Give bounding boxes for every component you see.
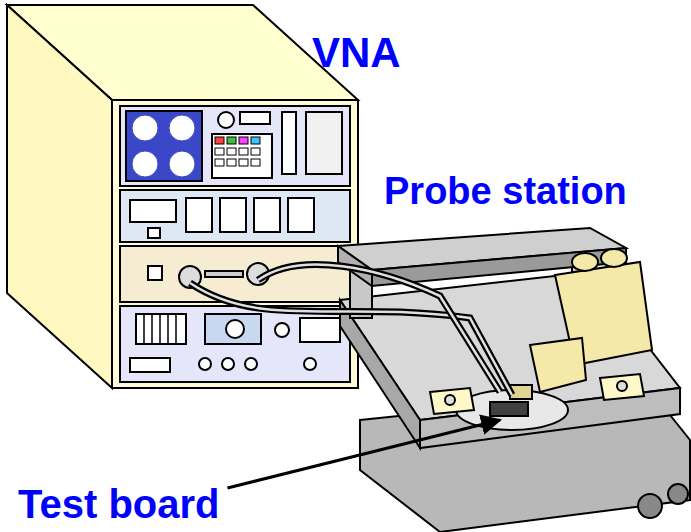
vna-cabinet bbox=[130, 358, 170, 372]
vna-cabinet bbox=[239, 148, 248, 155]
probe-station bbox=[638, 494, 662, 518]
vna-cabinet bbox=[132, 115, 195, 177]
vna-cabinet bbox=[205, 271, 243, 277]
vna-cabinet bbox=[120, 190, 350, 242]
vna-cabinet bbox=[218, 112, 234, 128]
vna-cabinet bbox=[222, 358, 234, 370]
vna-cabinet bbox=[227, 148, 236, 155]
probe-station bbox=[572, 253, 598, 271]
probe-station bbox=[430, 388, 474, 414]
vna-cabinet bbox=[144, 314, 176, 344]
vna-cabinet bbox=[126, 111, 202, 181]
vna-cabinet bbox=[215, 159, 224, 166]
vna-cabinet bbox=[215, 148, 224, 155]
vna-cabinet bbox=[282, 112, 296, 174]
vna-cabinet bbox=[227, 137, 236, 144]
cable bbox=[190, 264, 512, 395]
vna-cabinet bbox=[288, 198, 314, 232]
vna-cabinet bbox=[130, 200, 176, 222]
vna-cabinet bbox=[112, 100, 358, 388]
vna-cabinet bbox=[169, 115, 195, 141]
cable bbox=[258, 264, 500, 392]
vna-cabinet bbox=[254, 198, 280, 232]
vna-cabinet bbox=[215, 137, 260, 166]
vna-cabinet bbox=[239, 137, 248, 144]
probe-station bbox=[340, 300, 420, 448]
vna-cabinet bbox=[167, 314, 169, 344]
vna-cabinet bbox=[205, 314, 261, 344]
probe-station bbox=[530, 338, 586, 392]
vna-cabinet bbox=[215, 137, 224, 144]
vna-cabinet bbox=[120, 246, 350, 302]
vna-cabinet bbox=[132, 115, 158, 141]
vna-cabinet bbox=[251, 159, 260, 166]
vna-cabinet bbox=[120, 106, 350, 186]
vna-cabinet bbox=[245, 358, 257, 370]
vna-cabinet bbox=[275, 323, 289, 337]
leader-arrow bbox=[228, 420, 500, 488]
probe-station bbox=[617, 381, 627, 391]
vna-cabinet bbox=[186, 198, 212, 232]
vna-cabinet bbox=[220, 198, 246, 232]
vna-cabinet bbox=[240, 112, 270, 124]
probe-station bbox=[445, 395, 455, 405]
vna-cabinet bbox=[251, 148, 260, 155]
vna-cabinet bbox=[132, 151, 158, 177]
vna-cabinet bbox=[227, 159, 236, 166]
vna-cabinet bbox=[148, 266, 162, 280]
vna-cabinet bbox=[148, 228, 160, 238]
probe-station bbox=[668, 484, 688, 504]
part-label: Test board bbox=[18, 484, 220, 524]
probe-station bbox=[600, 374, 644, 400]
vna-cabinet bbox=[199, 358, 211, 370]
vna-cabinet bbox=[251, 137, 260, 144]
vna-cabinet bbox=[239, 159, 248, 166]
vna-cabinet bbox=[306, 112, 342, 174]
vna-cabinet bbox=[7, 5, 112, 388]
vna-cabinet bbox=[169, 151, 195, 177]
vna-cabinet bbox=[212, 134, 272, 178]
vna-cabinet bbox=[151, 314, 153, 344]
part-label: VNA bbox=[312, 32, 401, 74]
vna-cabinet bbox=[159, 314, 161, 344]
vna-cabinet bbox=[143, 314, 145, 344]
part-label: Probe station bbox=[384, 172, 627, 210]
vna-cabinet bbox=[136, 314, 186, 344]
vna-cabinet bbox=[226, 320, 244, 338]
probe-station bbox=[490, 402, 528, 416]
vna-cabinet bbox=[300, 318, 340, 342]
vna-cabinet bbox=[7, 5, 358, 388]
vna-cabinet bbox=[120, 306, 350, 382]
cable bbox=[258, 264, 500, 392]
probe-station bbox=[601, 249, 627, 267]
vna-cabinet bbox=[175, 314, 177, 344]
vna-cabinet bbox=[304, 358, 316, 370]
